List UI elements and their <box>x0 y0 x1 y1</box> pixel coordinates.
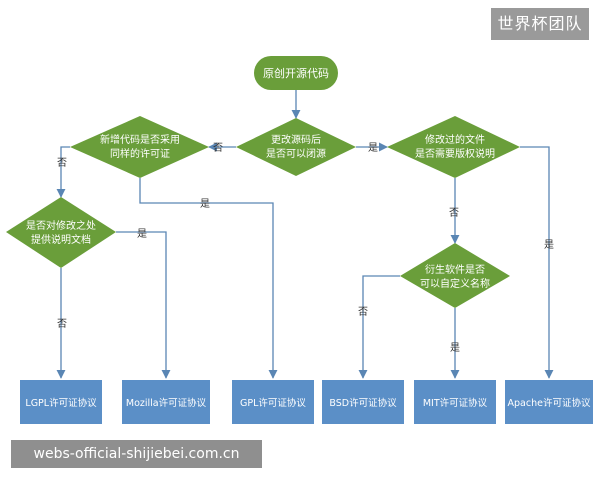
decision-modify-line-1: 更改源码后 <box>271 133 321 146</box>
label-copyright-yes: 是 <box>544 239 554 251</box>
decision-new-code <box>70 116 209 178</box>
license-mit-label: MIT许可证协议 <box>423 397 488 409</box>
license-gpl-label: GPL许可证协议 <box>240 397 306 409</box>
decision-copyright-line-1: 修改过的文件 <box>425 133 485 146</box>
label-doc-no: 否 <box>57 318 67 330</box>
license-bsd-label: BSD许可证协议 <box>329 397 397 409</box>
label-copyright-no: 否 <box>449 207 459 219</box>
start-node <box>254 56 338 90</box>
watermark-badge: 世界杯团队 <box>491 8 589 40</box>
license-gpl <box>232 380 314 424</box>
label-doc-yes: 是 <box>137 228 147 240</box>
decision-derivative <box>400 243 510 308</box>
edge-doc-to-mozilla <box>116 231 171 379</box>
label-derivative-no: 否 <box>358 306 368 318</box>
edge-new-code-to-gpl <box>139 178 278 379</box>
decision-copyright <box>387 116 520 178</box>
decision-modify-line-2: 是否可以闭源 <box>266 147 326 160</box>
decision-derivative-line-1: 衍生软件是否 <box>425 263 485 276</box>
license-mit <box>414 380 496 424</box>
decision-doc-line-1: 是否对修改之处 <box>26 219 96 232</box>
decision-new-code-line-2: 同样的许可证 <box>110 147 170 160</box>
label-modify-yes: 是 <box>368 142 378 154</box>
decision-new-code-line-1: 新增代码是否采用 <box>100 133 180 146</box>
license-mozilla-label: Mozilla许可证协议 <box>126 397 207 409</box>
license-lgpl-label: LGPL许可证协议 <box>25 397 97 409</box>
edge-copyright-to-apache <box>520 146 554 379</box>
decision-copyright-line-2: 是否需要版权说明 <box>415 147 495 160</box>
decision-derivative-line-2: 可以自定义名称 <box>420 277 490 290</box>
start-node-label: 原创开源代码 <box>263 66 329 80</box>
edge-derivative-to-bsd <box>358 275 400 379</box>
license-apache <box>505 380 593 424</box>
license-apache-label: Apache许可证协议 <box>508 397 591 409</box>
license-bsd <box>322 380 404 424</box>
license-lgpl <box>20 380 102 424</box>
label-new-code-no: 否 <box>57 157 67 169</box>
label-new-code-yes: 是 <box>200 198 210 210</box>
label-derivative-yes: 是 <box>450 342 460 354</box>
label-modify-no: 否 <box>213 142 223 154</box>
edge-new-code-to-doc <box>56 146 70 198</box>
source-url-banner: webs-official-shijiebei.com.cn <box>11 440 262 468</box>
decision-doc <box>6 197 116 268</box>
decision-modify <box>236 118 356 176</box>
decision-doc-line-2: 提供说明文档 <box>31 233 91 246</box>
license-mozilla <box>122 380 210 424</box>
connectors <box>56 90 554 379</box>
